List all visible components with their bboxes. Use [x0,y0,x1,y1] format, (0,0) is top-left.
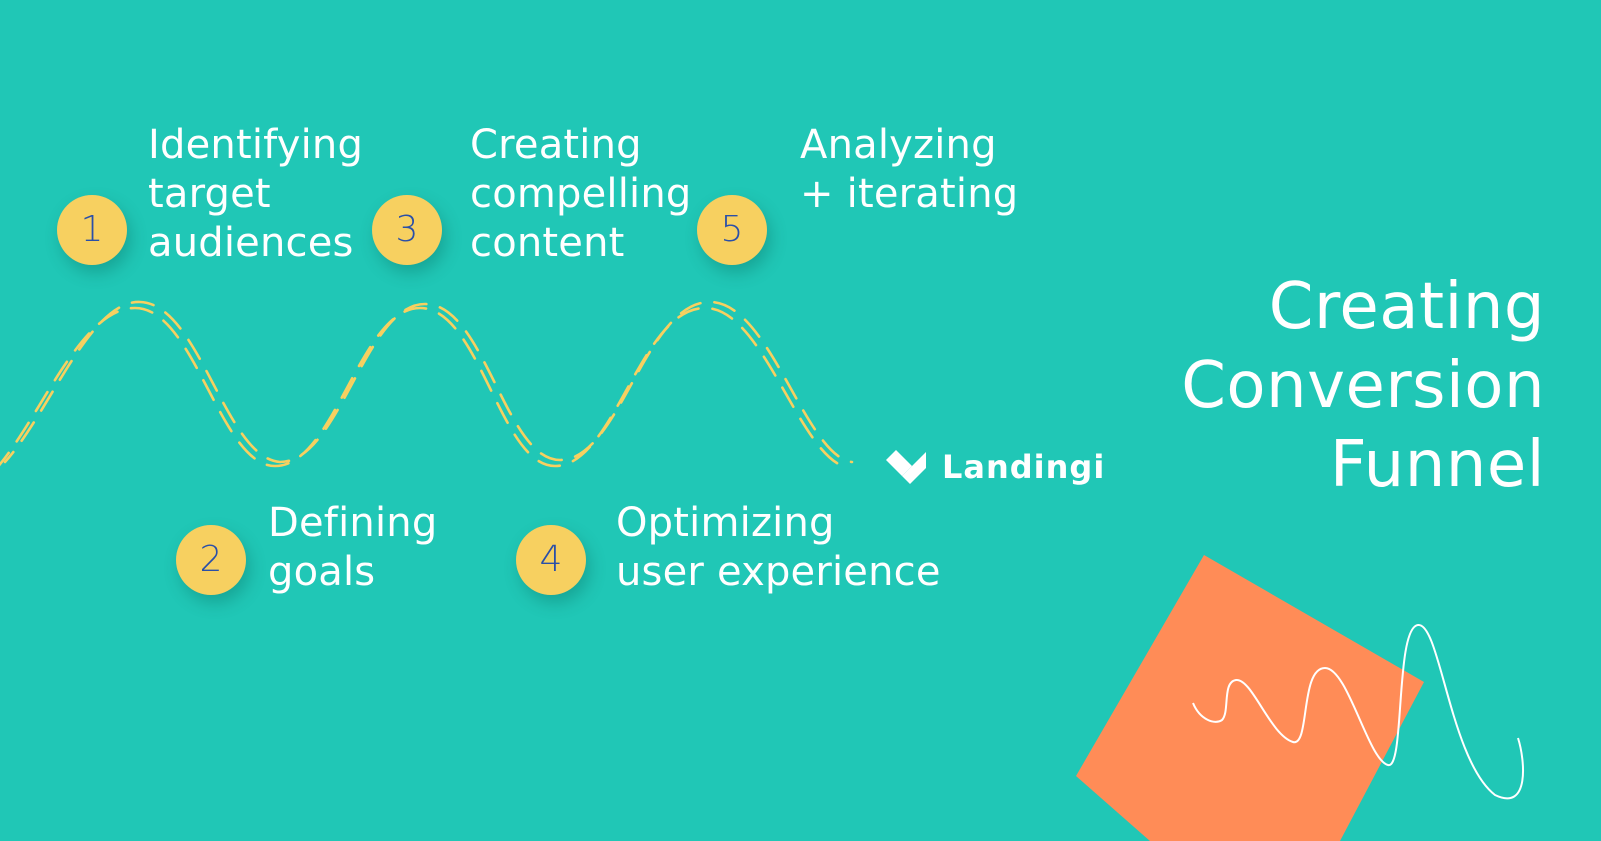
step-number-badge: 4 [516,525,586,595]
step-number-badge: 1 [57,195,127,265]
step-number-badge: 3 [372,195,442,265]
step-number-badge: 5 [697,195,767,265]
page-title: Creating Conversion Funnel [1181,270,1545,502]
landingi-logo: Landingi [886,448,1105,486]
step-label: Creating compelling content [470,122,692,266]
step-label: Defining goals [268,500,438,595]
step-label: Identifying target audiences [148,122,364,266]
landingi-logo-icon [886,450,926,484]
brand-name: Landingi [942,448,1106,486]
step-number-badge: 2 [176,525,246,595]
orange-square-shape [1076,555,1424,841]
step-label: Analyzing + iterating [800,122,1019,217]
step-label: Optimizing user experience [616,500,941,595]
white-squiggle-icon [1192,623,1525,800]
